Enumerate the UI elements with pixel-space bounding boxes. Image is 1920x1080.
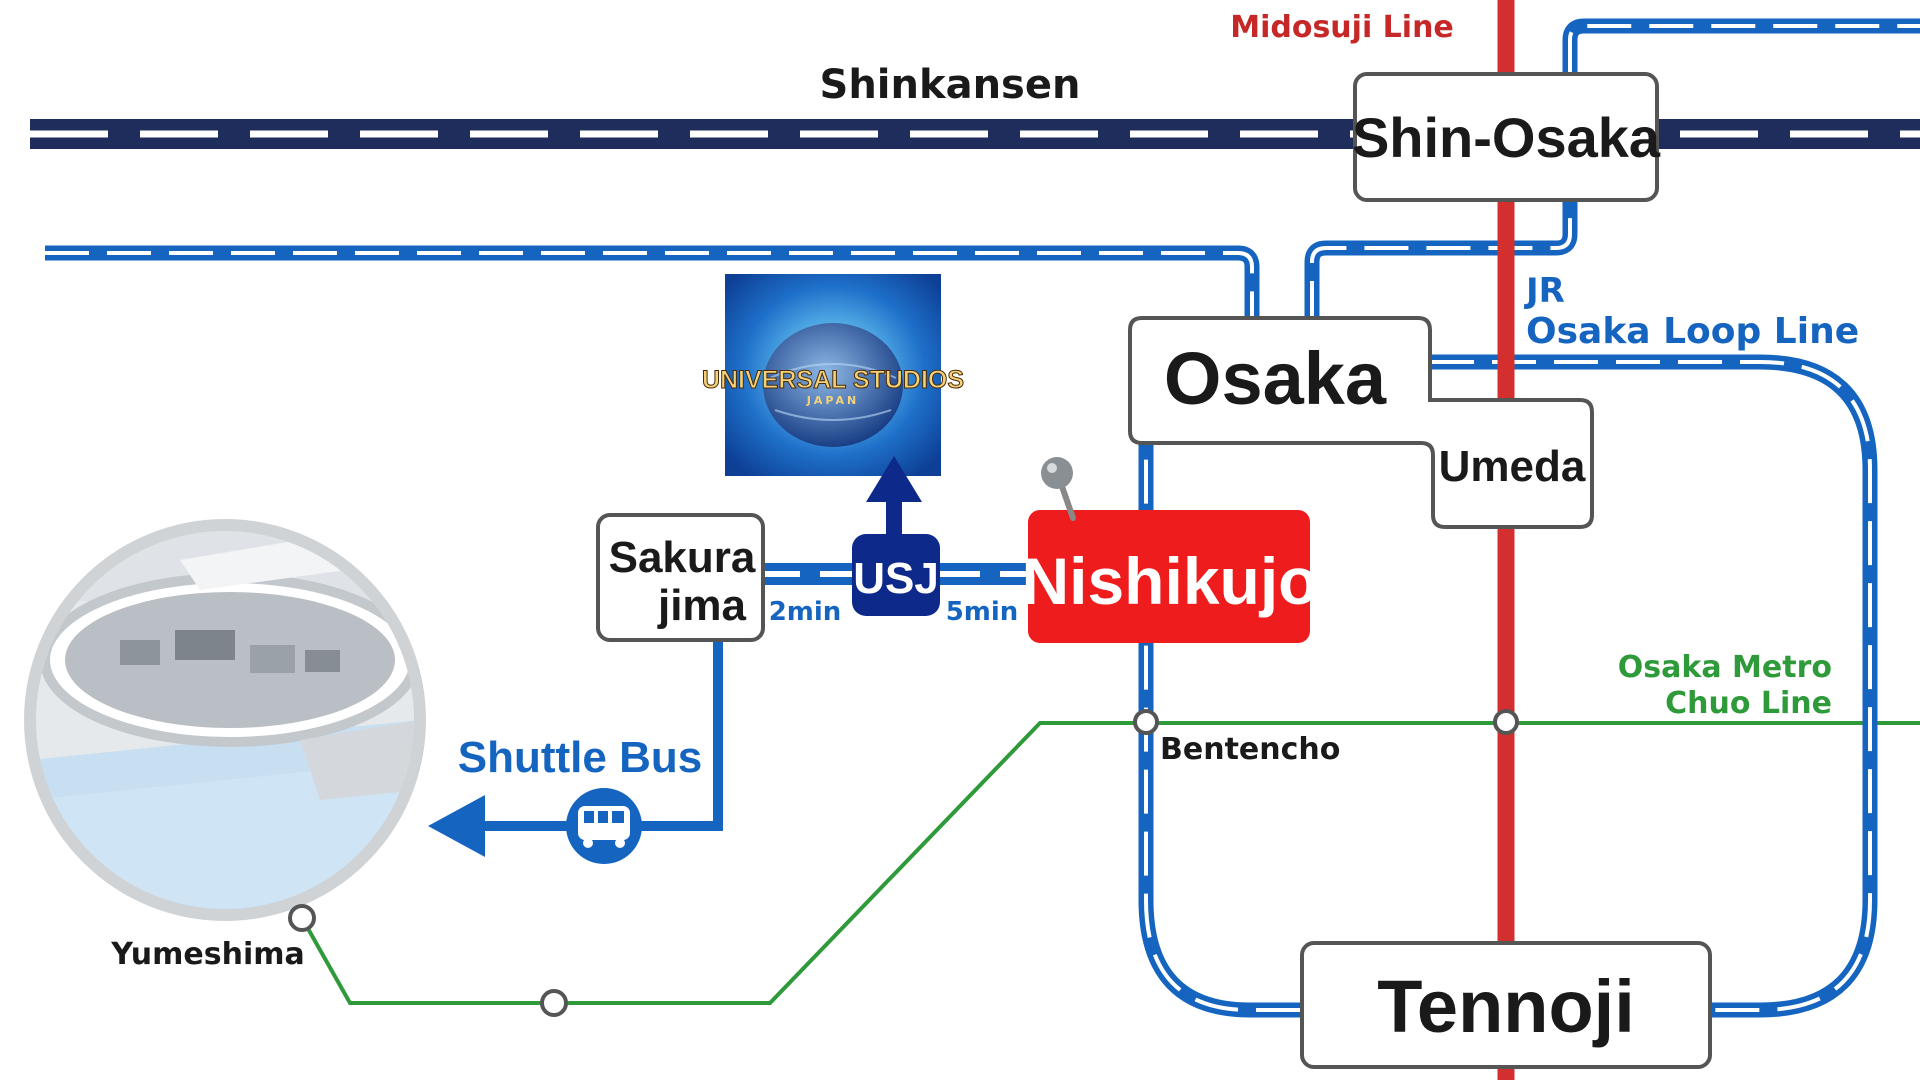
shuttle-bus-route [428,640,723,857]
logo-text-sub: JAPAN [806,394,859,407]
chuo-line [300,721,1920,1005]
yumeshima-aerial-image [24,519,426,921]
station-dot-bentencho[interactable] [1133,709,1159,735]
label-chuo-line: Chuo Line [1665,686,1832,721]
station-label-umeda: Umeda [1439,442,1586,491]
station-label-nishikujo: Nishikujo [1021,544,1318,618]
label-osaka-loop-line: Osaka Loop Line [1526,311,1859,352]
station-usj[interactable]: USJ [852,534,940,616]
label-osaka-metro: Osaka Metro [1618,650,1832,685]
station-label-osaka: Osaka [1164,337,1387,420]
station-sakurajima[interactable]: Sakura jima [596,513,765,642]
universal-studios-japan-logo: UNIVERSAL STUDIOS JAPAN [701,274,965,476]
station-nishikujo[interactable]: Nishikujo [1021,510,1319,643]
label-shinkansen: Shinkansen [820,62,1081,108]
station-dot-intermediate[interactable] [540,989,568,1017]
label-midosuji-line: Midosuji Line [1230,10,1454,45]
bus-icon [566,788,642,864]
label-shuttle-bus: Shuttle Bus [458,733,702,782]
station-dot-midosuji-chuo[interactable] [1493,709,1519,735]
arrow-left-icon [428,795,485,857]
station-shin-osaka[interactable]: Shin-Osaka [1352,72,1661,202]
station-label-shin-osaka: Shin-Osaka [1352,106,1661,169]
map-pin-icon [1041,457,1076,521]
station-dot-yumeshima[interactable] [288,904,316,932]
station-label-sakura: Sakura [609,533,756,582]
label-time-2min: 2min [769,597,842,627]
station-label-tennoji: Tennoji [1377,965,1635,1048]
label-jr: JR [1524,271,1565,311]
station-osaka-umeda[interactable]: Osaka Umeda [1128,316,1594,529]
label-yumeshima: Yumeshima [110,937,305,972]
station-tennoji[interactable]: Tennoji [1300,941,1712,1069]
logo-text-main: UNIVERSAL STUDIOS [702,366,964,394]
label-bentencho: Bentencho [1160,732,1340,767]
station-label-jima: jima [657,581,747,630]
arrow-up-icon [866,456,922,536]
station-label-usj: USJ [853,554,939,603]
label-time-5min: 5min [946,597,1019,627]
